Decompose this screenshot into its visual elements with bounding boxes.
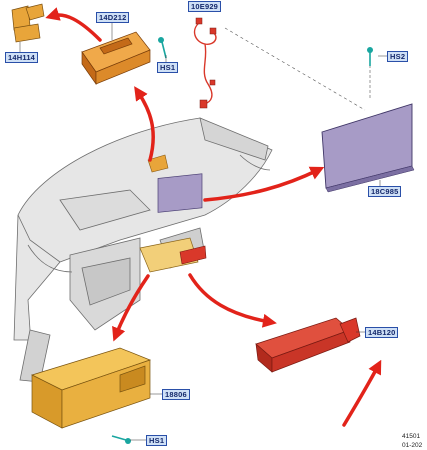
- callout-14b120: 14B120: [365, 327, 399, 338]
- display-panel: [321, 103, 415, 193]
- callout-10e929: 10E929: [188, 1, 222, 12]
- screw-bottom: [111, 435, 131, 444]
- bracket-part: [11, 3, 45, 43]
- reference-date: 01-202: [402, 442, 423, 449]
- callout-18c985: 18C985: [368, 186, 402, 197]
- screw-display: [367, 47, 373, 66]
- dash-module-small: [147, 154, 169, 173]
- top-module: [81, 31, 151, 86]
- red-arrows: [45, 7, 382, 427]
- callout-leaders: [19, 22, 387, 441]
- screw-top: [158, 37, 167, 59]
- reference-number: 41501: [402, 433, 421, 440]
- callout-hs1-top: HS1: [157, 62, 179, 73]
- callout-18806: 18806: [162, 389, 190, 400]
- callout-14d212: 14D212: [96, 12, 130, 23]
- wiring-harness: [193, 21, 217, 105]
- leader-line-harness: [224, 27, 366, 111]
- center-dash-module: [139, 237, 207, 273]
- callout-hs2: HS2: [387, 51, 409, 62]
- display-mount: [157, 173, 203, 213]
- right-module: [255, 317, 361, 373]
- bottom-module: [31, 347, 152, 429]
- callout-14h114: 14H114: [5, 52, 39, 63]
- callout-hs1-bottom: HS1: [146, 435, 168, 446]
